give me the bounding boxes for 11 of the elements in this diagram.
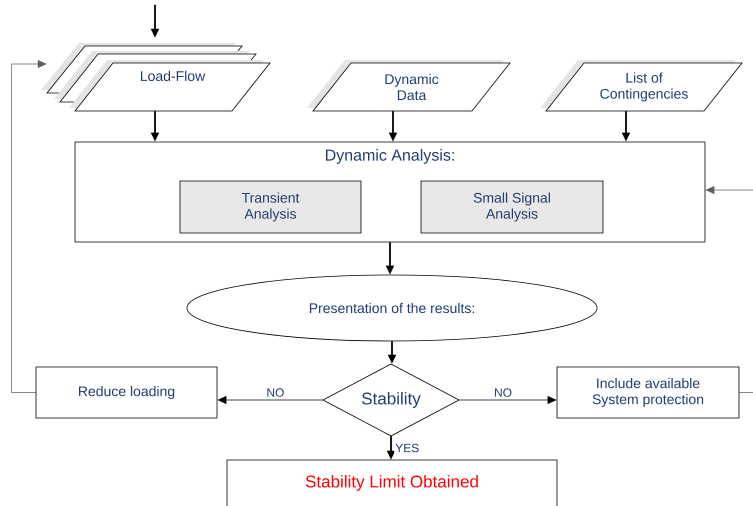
- stacked-parallelograms: Load-Flow: [41, 43, 271, 112]
- data-parallelogram: List of Contingencies: [540, 60, 743, 112]
- process-box: Transient Analysis: [180, 180, 362, 234]
- edge-label: YES: [394, 442, 420, 454]
- process-box: Include available System protection: [556, 366, 740, 418]
- edge-label: NO: [493, 387, 514, 398]
- process-box: Reduce loading: [36, 366, 218, 418]
- process-box: Small Signal Analysis: [420, 180, 604, 234]
- data-parallelogram: Dynamic Data: [307, 60, 511, 112]
- result-box: Stability Limit Obtained: [226, 460, 558, 506]
- edge-label: NO: [265, 387, 286, 398]
